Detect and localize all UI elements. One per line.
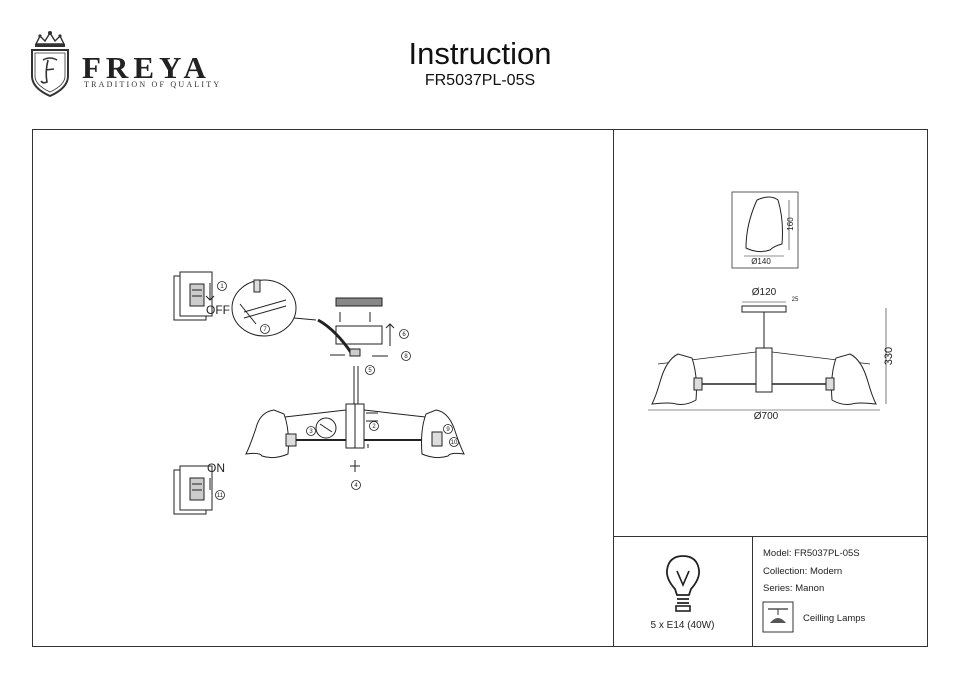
product-category: Ceilling Lamps [803,613,866,624]
ceiling-lamp-icon [762,601,794,633]
overall-dimension-diagram: Ø120 25 330 Ø700 [648,287,895,422]
step-2-label: 2 [372,424,376,430]
bulb-spec: 5 x E14 (40W) [650,620,715,631]
product-series: Series: Manon [763,583,825,594]
step-3-label: 3 [309,429,313,435]
step-10-label: 10 [451,440,458,446]
product-collection: Collection: Modern [763,566,843,577]
vertical-divider [613,129,614,647]
step-7-label: 7 [263,327,267,333]
page-title: Instruction [408,36,552,71]
detail-magnifier-icon [231,279,297,337]
shade-height-label: 160 [786,217,795,231]
assembly-diagram: 1 2 3 4 5 6 7 8 9 10 11 OFF ON [173,271,465,515]
step-8-label: 8 [404,354,408,360]
shade-dimension-diagram: 160 Ø140 [731,191,799,269]
product-model: Model: FR5037PL-05S [763,548,860,559]
switch-off-label: OFF [206,303,230,317]
bulb-icon [666,555,700,612]
bulb-divider [752,536,753,647]
horizontal-divider [613,536,928,537]
switch-off-icon [173,271,213,321]
total-diameter-label: Ø700 [754,411,779,422]
freya-crest-logo [31,31,69,98]
model-code-heading: FR5037PL-05S [424,72,536,89]
canopy-height-label: 25 [792,297,799,303]
shade-diameter-label: Ø140 [751,257,771,266]
brand-name: FREYA [82,50,211,85]
step-1-label: 1 [220,284,224,290]
step-5-label: 5 [368,368,372,374]
step-4-label: 4 [354,483,358,489]
canopy-diameter-label: Ø120 [752,287,777,298]
step-6-label: 6 [402,332,406,338]
brand-tagline: TRADITION OF QUALITY [84,80,222,89]
total-height-label: 330 [883,347,895,365]
switch-on-icon [173,465,213,515]
switch-on-label: ON [207,461,225,475]
step-11-label: 11 [217,493,224,499]
main-frame [32,129,928,647]
step-9-label: 9 [446,427,450,433]
